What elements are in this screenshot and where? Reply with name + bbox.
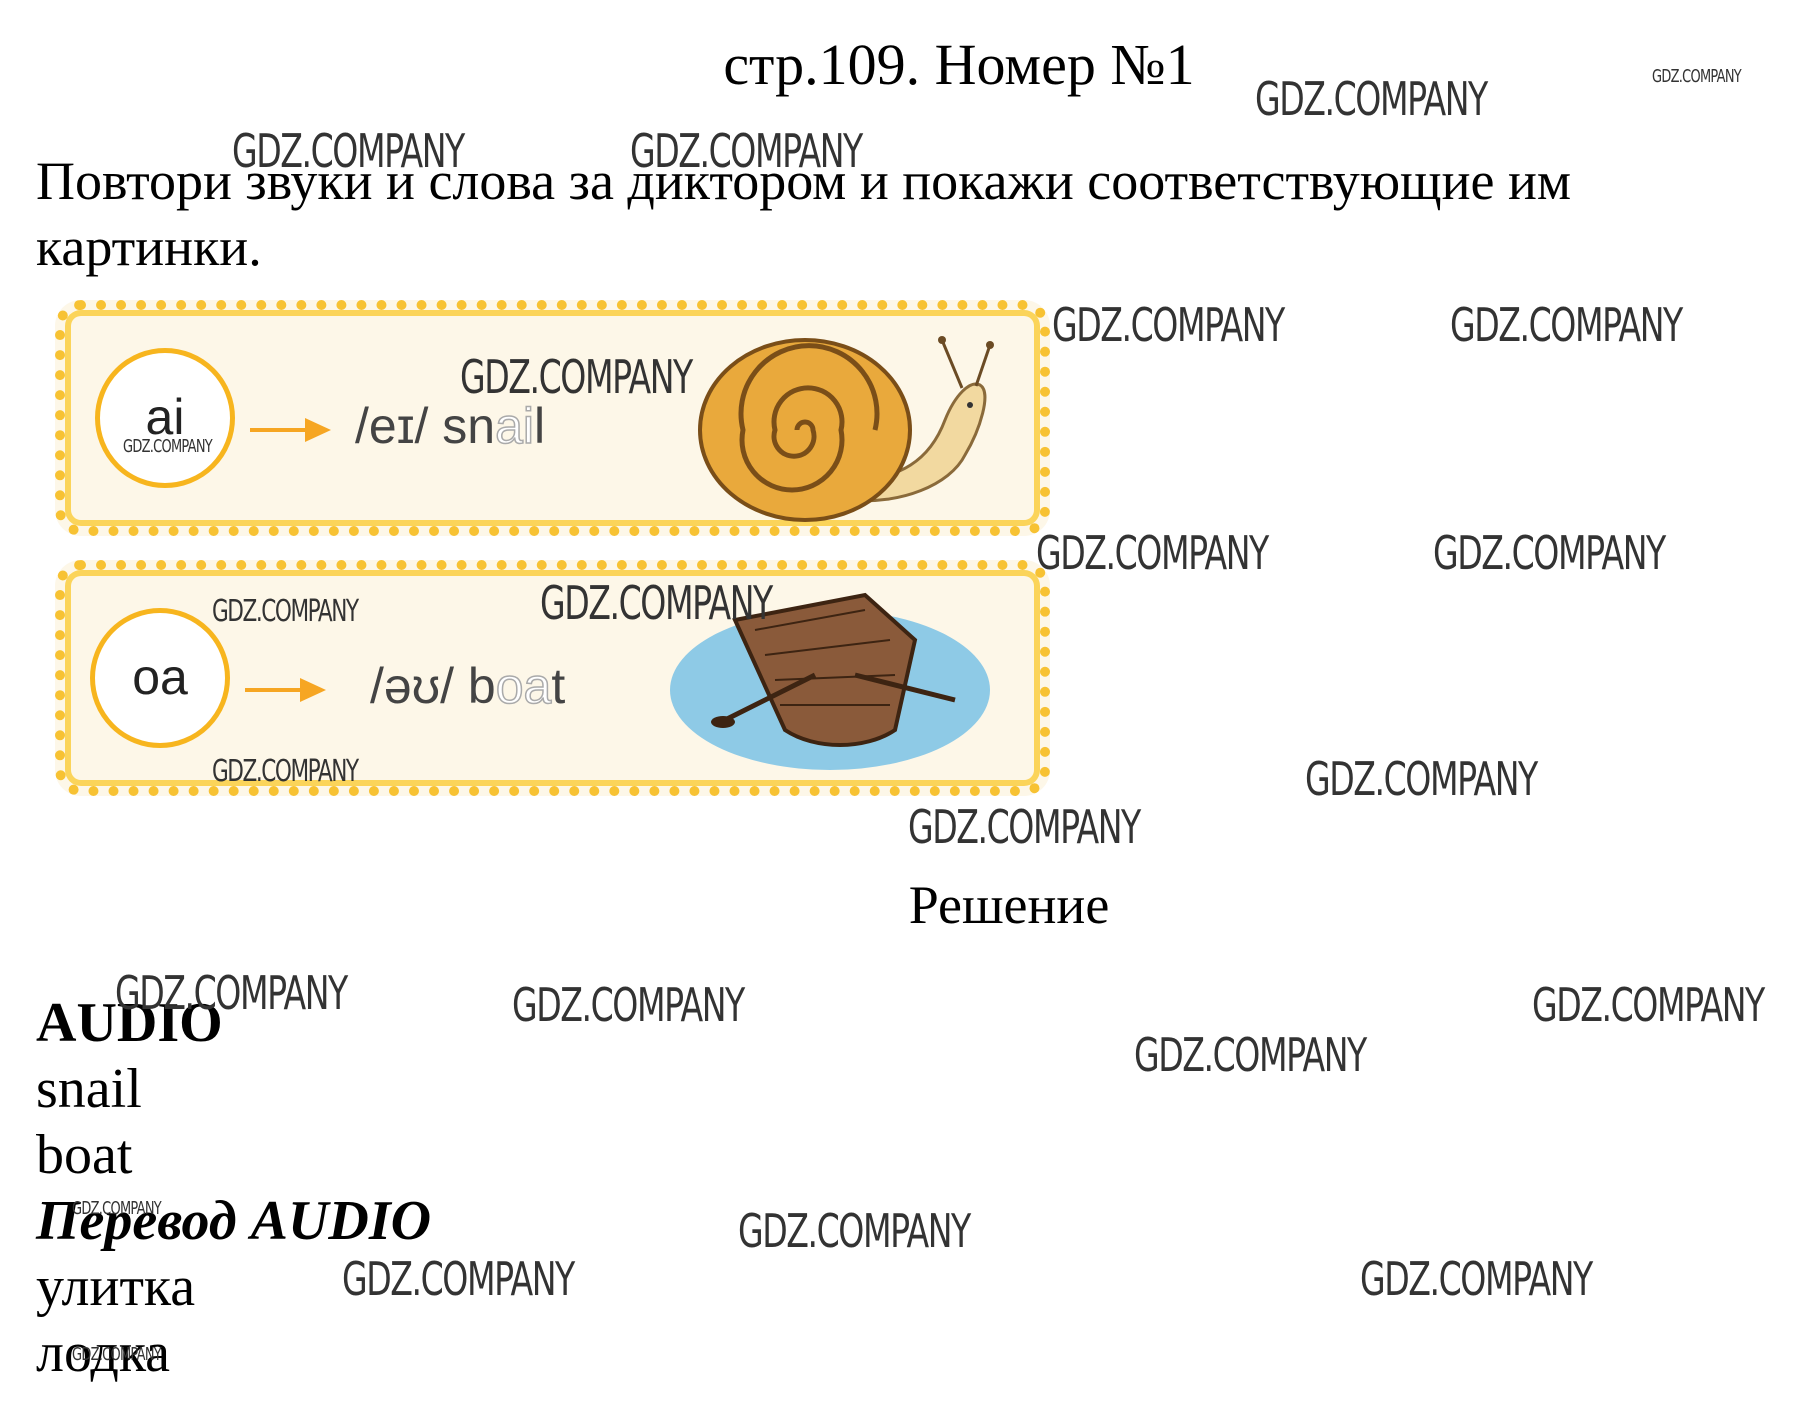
- watermark: GDZ.COMPANY: [1532, 978, 1765, 1032]
- watermark: GDZ.COMPANY: [630, 124, 863, 178]
- word-prefix: sn: [442, 398, 496, 454]
- audio-word: boat: [36, 1124, 133, 1186]
- arrowhead-icon: [300, 678, 326, 702]
- audio-word: snail: [36, 1058, 142, 1120]
- phonics-card-oa: oa /əʊ/ boat: [55, 560, 1050, 796]
- word-suffix: t: [551, 658, 566, 714]
- watermark: GDZ.COMPANY: [512, 978, 745, 1032]
- watermark: GDZ.COMPANY: [1305, 752, 1538, 806]
- phonics-word: /eɪ/ snail: [355, 396, 545, 456]
- snail-picture: [698, 336, 994, 522]
- watermark: GDZ.COMPANY: [460, 350, 693, 404]
- transcription: /əʊ/: [370, 658, 455, 714]
- translation-heading: Перевод AUDIO: [36, 1190, 432, 1252]
- watermark: GDZ.COMPANY: [123, 436, 213, 457]
- arrow-icon: [245, 688, 305, 692]
- watermark: GDZ.COMPANY: [232, 124, 465, 178]
- watermark: GDZ.COMPANY: [72, 1198, 162, 1219]
- audio-heading: AUDIO: [36, 992, 223, 1054]
- watermark: GDZ.COMPANY: [540, 576, 773, 630]
- watermark: GDZ.COMPANY: [1433, 526, 1666, 580]
- watermark: GDZ.COMPANY: [1652, 66, 1742, 87]
- arrow-icon: [250, 428, 310, 432]
- watermark: GDZ.COMPANY: [212, 754, 359, 789]
- transcription: /eɪ/: [355, 398, 429, 454]
- phonics-card-ai: ai /eɪ/ snail: [55, 300, 1050, 536]
- page-header: стр.109. Номер №1: [723, 32, 1195, 97]
- watermark: GDZ.COMPANY: [72, 1344, 162, 1365]
- watermark: GDZ.COMPANY: [1255, 72, 1488, 126]
- word-highlight: oa: [495, 657, 552, 715]
- watermark: GDZ.COMPANY: [212, 594, 359, 629]
- letters-circle: ai: [95, 348, 235, 488]
- translation-word: улитка: [36, 1256, 196, 1318]
- letters-circle: oa: [90, 608, 230, 748]
- watermark: GDZ.COMPANY: [1450, 298, 1683, 352]
- solution-title: Решение: [908, 875, 1110, 935]
- watermark: GDZ.COMPANY: [1036, 526, 1269, 580]
- word-prefix: b: [467, 658, 496, 714]
- arrowhead-icon: [305, 418, 331, 442]
- watermark: GDZ.COMPANY: [342, 1252, 575, 1306]
- word-suffix: l: [534, 398, 546, 454]
- watermark: GDZ.COMPANY: [115, 966, 348, 1020]
- watermark: GDZ.COMPANY: [908, 800, 1141, 854]
- word-highlight: ai: [494, 397, 535, 455]
- phonics-word: /əʊ/ boat: [370, 656, 565, 716]
- exercise-instruction: Повтори звуки и слова за диктором и пока…: [36, 151, 1572, 277]
- watermark: GDZ.COMPANY: [1360, 1252, 1593, 1306]
- translation-word: лодка: [36, 1322, 171, 1384]
- watermark: GDZ.COMPANY: [1134, 1028, 1367, 1082]
- watermark: GDZ.COMPANY: [1052, 298, 1285, 352]
- watermark: GDZ.COMPANY: [738, 1204, 971, 1258]
- boat-picture: [670, 592, 990, 770]
